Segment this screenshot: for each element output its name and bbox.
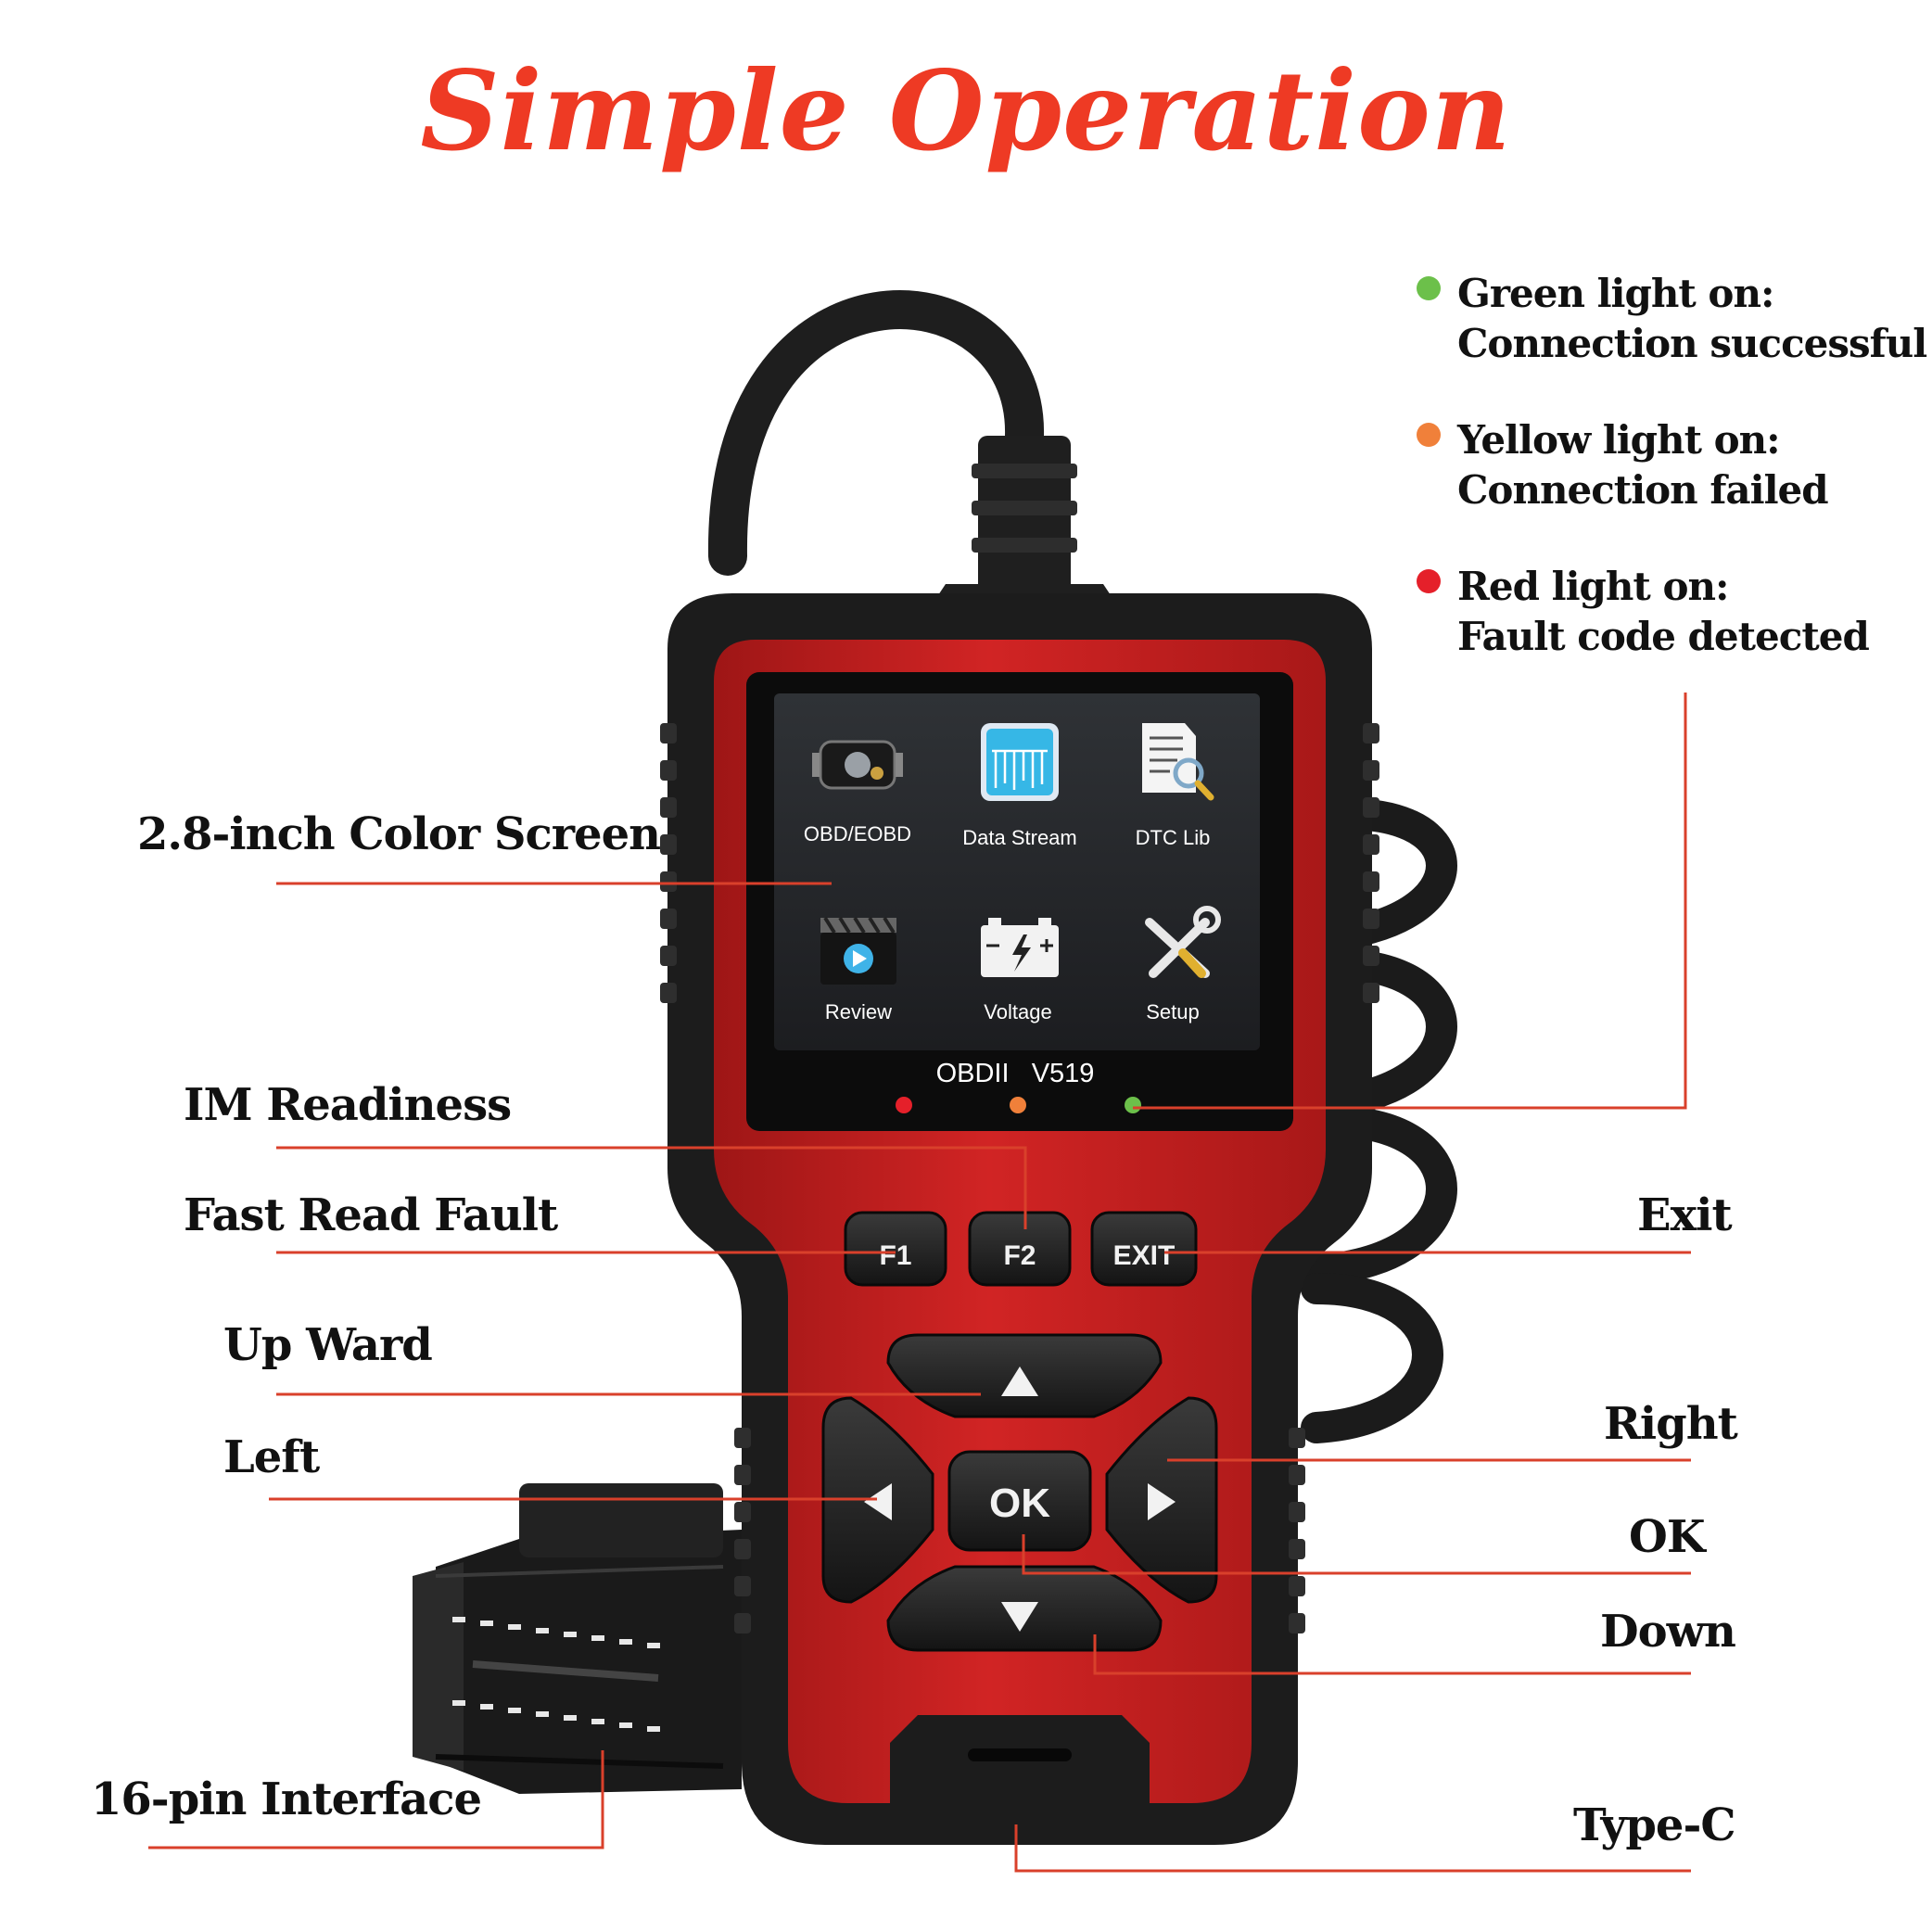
green-led (1125, 1097, 1141, 1113)
legend-yellow-title: Yellow light on: (1457, 417, 1781, 463)
red-dot-icon (1417, 569, 1441, 593)
battery-icon (981, 918, 1059, 977)
callout-up-ward: Up Ward (223, 1319, 433, 1371)
menu-label-obd: OBD/EOBD (804, 822, 911, 845)
exit-label: EXIT (1113, 1240, 1176, 1271)
tools-icon (1145, 906, 1221, 978)
down-arrow-icon (1001, 1602, 1038, 1632)
callout-16-pin-interface: 16-pin Interface (91, 1773, 482, 1825)
obd-connector (413, 1483, 742, 1794)
menu-item-data-stream: Data Stream (962, 723, 1077, 849)
dtc-lib-icon (1142, 723, 1214, 801)
callout-type-c: Type-C (1573, 1799, 1736, 1851)
callout-exit: Exit (1637, 1189, 1733, 1241)
type-c-port (890, 1715, 1150, 1803)
callout-right: Right (1604, 1398, 1738, 1450)
strain-relief (927, 436, 1122, 612)
page-title: Simple Operation (420, 46, 1512, 175)
callout-left: Left (223, 1431, 320, 1483)
grip-ridges (660, 723, 1379, 1633)
up-arrow-icon (1001, 1366, 1038, 1396)
yellow-dot-icon (1417, 423, 1441, 447)
f1-label: F1 (879, 1240, 911, 1271)
review-play-icon (820, 916, 896, 985)
ok-label: OK (989, 1481, 1050, 1526)
right-arrow-icon (1148, 1483, 1176, 1520)
callout-screen: 2.8-inch Color Screen (137, 808, 661, 860)
exit-button[interactable]: EXIT (1090, 1211, 1198, 1287)
menu-label-voltage: Voltage (984, 1000, 1051, 1023)
legend-green-desc: Connection successful (1457, 321, 1927, 366)
engine-icon (812, 740, 903, 790)
data-stream-icon (981, 723, 1059, 801)
model-label: OBDII V519 (936, 1059, 1095, 1088)
leader-lines (148, 693, 1691, 1873)
legend-green-title: Green light on: (1457, 271, 1775, 316)
menu-label-review: Review (825, 1000, 892, 1023)
f2-label: F2 (1003, 1240, 1036, 1271)
cable-top (707, 290, 1045, 576)
left-arrow-icon (864, 1483, 892, 1520)
menu-item-dtc-lib: DTC Lib (1136, 723, 1214, 849)
menu-item-review: Review (820, 916, 896, 1023)
callout-ok: OK (1629, 1511, 1706, 1563)
menu-label-data-stream: Data Stream (962, 826, 1077, 849)
ok-button[interactable]: OK (947, 1450, 1092, 1552)
legend-red-title: Red light on: (1457, 564, 1730, 609)
f2-button[interactable]: F2 (968, 1211, 1072, 1287)
down-button[interactable] (886, 1565, 1163, 1652)
callout-im-readiness: IM Readiness (184, 1079, 512, 1131)
legend-yellow-desc: Connection failed (1457, 467, 1829, 513)
yellow-led (1010, 1097, 1026, 1113)
menu-label-setup: Setup (1146, 1000, 1200, 1023)
left-button[interactable] (821, 1396, 934, 1604)
legend-red-desc: Fault code detected (1457, 614, 1870, 659)
red-led (896, 1097, 912, 1113)
menu-item-voltage: Voltage (981, 918, 1059, 1023)
callout-fast-read-fault: Fast Read Fault (184, 1189, 558, 1241)
menu-label-dtc-lib: DTC Lib (1136, 826, 1211, 849)
menu-item-setup: Setup (1145, 906, 1221, 1023)
right-button[interactable] (1105, 1396, 1218, 1604)
f1-button[interactable]: F1 (844, 1211, 947, 1287)
up-button[interactable] (886, 1333, 1163, 1418)
callout-down: Down (1600, 1606, 1736, 1658)
menu-item-obd-eobd: OBD/EOBD (804, 740, 911, 845)
green-dot-icon (1417, 276, 1441, 300)
